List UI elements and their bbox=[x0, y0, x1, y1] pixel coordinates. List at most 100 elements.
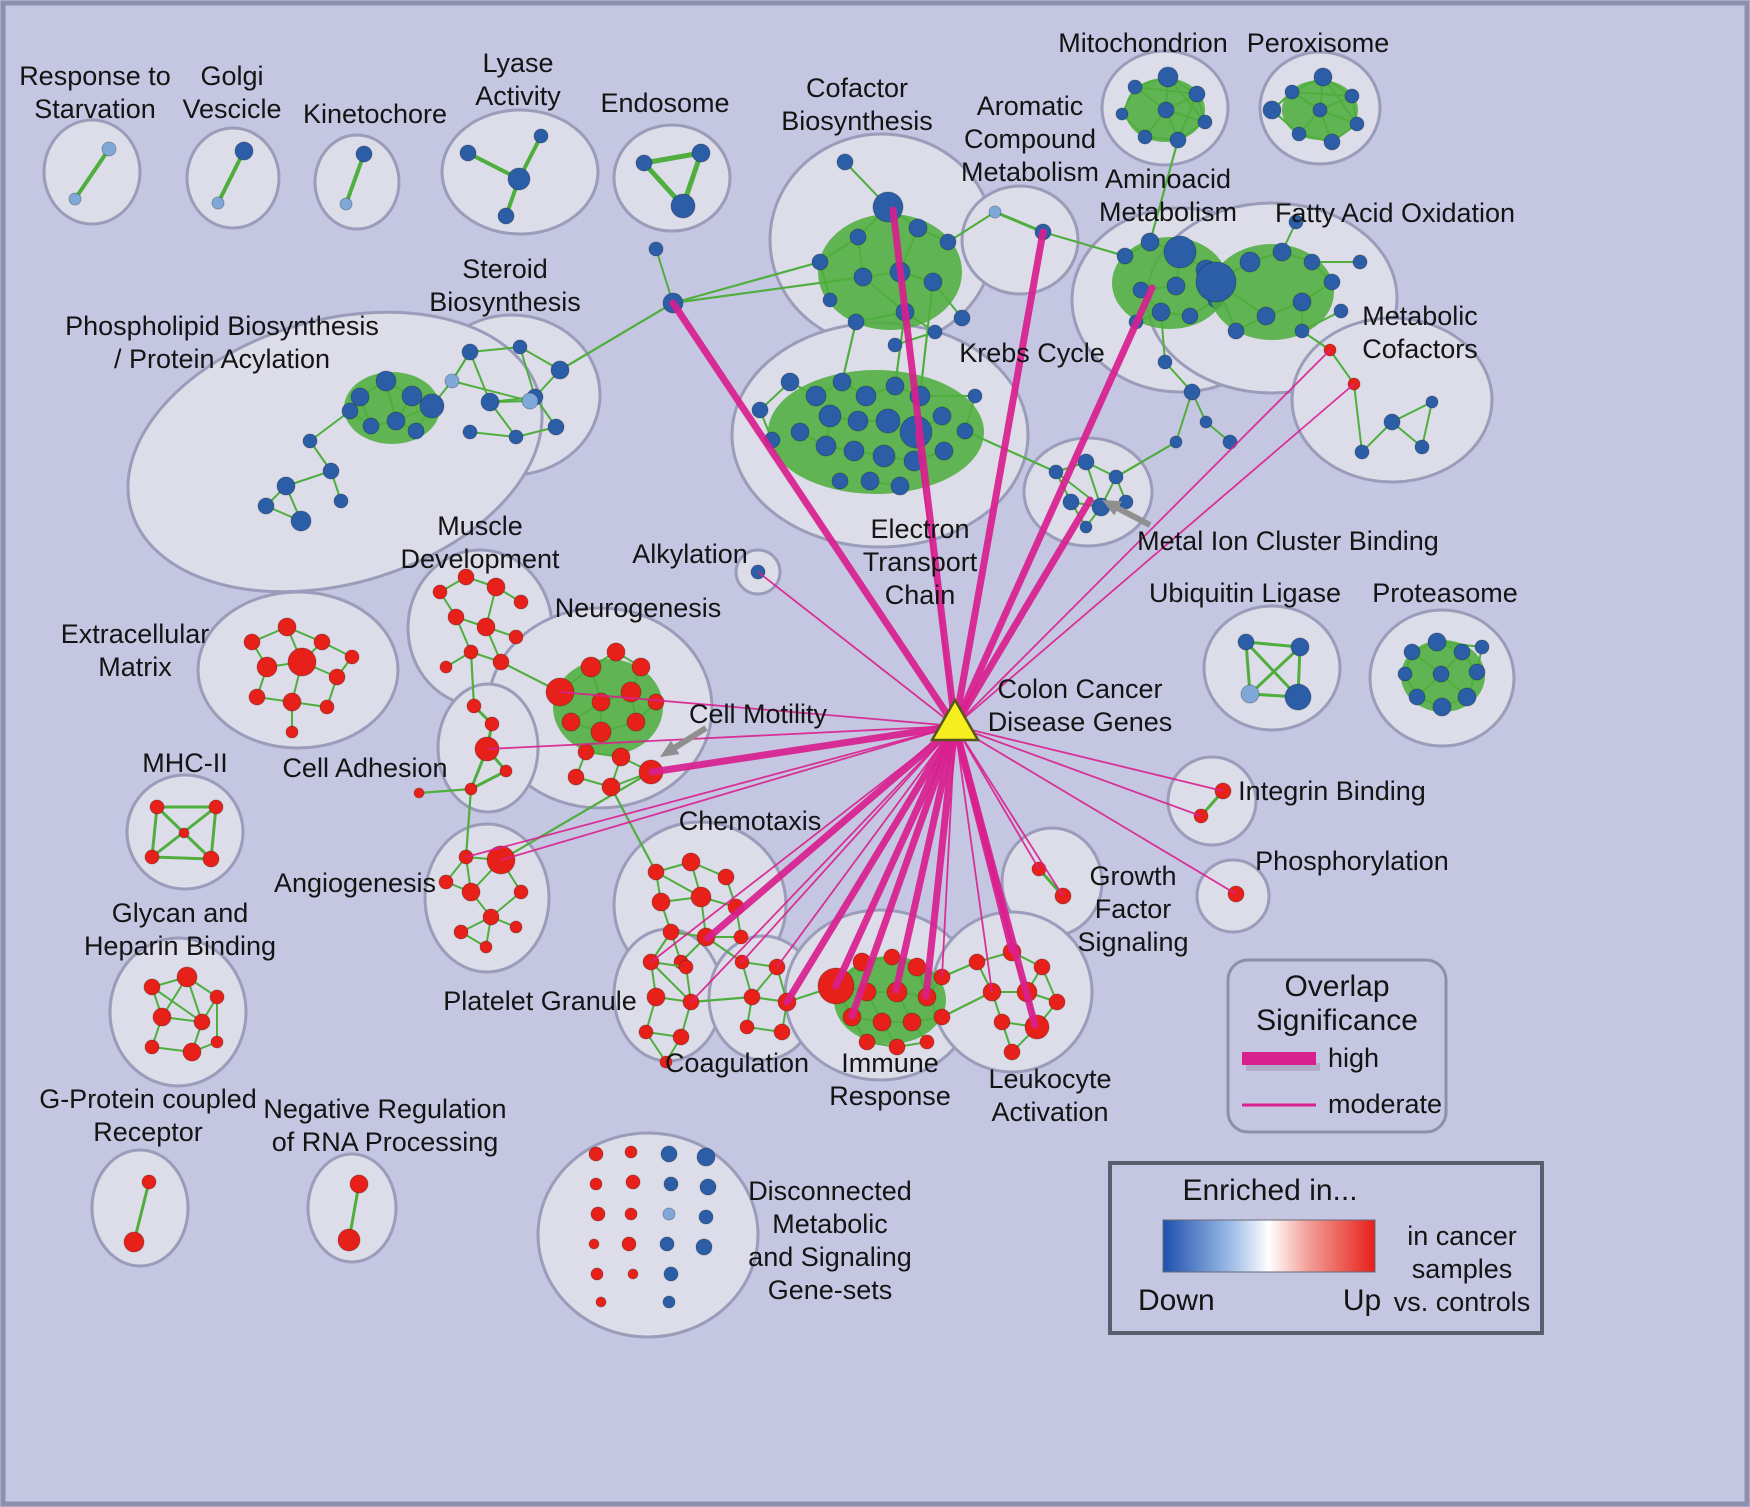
fatty-acid-oxidation-node bbox=[1333, 303, 1349, 319]
legends: OverlapSignificancehighmoderateEnriched … bbox=[1108, 958, 1544, 1335]
electron-transport-chain-node bbox=[790, 422, 810, 442]
ubiquitin-ligase-label: Ubiquitin Ligase bbox=[1149, 578, 1341, 608]
platelet-granule bbox=[638, 953, 700, 1069]
disconnected-gene-sets-node bbox=[627, 1268, 639, 1280]
cell-adhesion bbox=[464, 698, 513, 796]
muscle-development bbox=[432, 568, 529, 674]
mhc-ii bbox=[144, 799, 224, 868]
mitochondrion-node bbox=[1169, 131, 1187, 149]
disconnected-gene-sets-node bbox=[696, 1147, 716, 1167]
cofactor-biosynthesis-node bbox=[939, 233, 957, 251]
immune-response-node bbox=[858, 1033, 876, 1051]
proteasome-node bbox=[1468, 663, 1486, 681]
metabolic-cofactors bbox=[1323, 343, 1439, 460]
mitochondrion-edge bbox=[1134, 86, 1198, 95]
ubiquitin-ligase-edge bbox=[1248, 645, 1302, 696]
immune-response-label: Immune bbox=[841, 1048, 939, 1078]
significance-edge-moderate bbox=[650, 725, 956, 963]
phospholipid-biosynthesis-node bbox=[290, 510, 312, 532]
golgi-vescicle-node bbox=[211, 196, 225, 210]
mhc-ii-node bbox=[144, 849, 160, 865]
cofactor-biosynthesis-node bbox=[811, 253, 829, 271]
mhc-ii-node bbox=[202, 850, 220, 868]
steroid-biosynthesis-edge bbox=[469, 431, 517, 438]
extracellular-matrix-node bbox=[248, 688, 266, 706]
green-link bbox=[940, 990, 994, 1019]
neurogenesis-node bbox=[561, 712, 581, 732]
phospholipid-biosynthesis bbox=[257, 370, 539, 532]
peroxisome-edge bbox=[1291, 91, 1353, 97]
metabolic-cofactors-node bbox=[1383, 413, 1401, 431]
green-link bbox=[417, 787, 473, 795]
moderate-significance-label: moderate bbox=[1328, 1089, 1442, 1119]
neurogenesis-node bbox=[577, 743, 595, 761]
muscle-development-node bbox=[513, 594, 529, 610]
proteasome-node bbox=[1408, 688, 1426, 706]
green-link bbox=[671, 260, 822, 305]
phosphorylation-label: Phosphorylation bbox=[1255, 846, 1449, 876]
enrichment-down-label: Down bbox=[1138, 1284, 1215, 1317]
ubiquitin-ligase-node bbox=[1290, 637, 1310, 657]
significance-edge-moderate bbox=[941, 725, 956, 978]
integrin-binding-label: Integrin Binding bbox=[1238, 776, 1426, 806]
cofactor-biosynthesis-node bbox=[849, 228, 867, 246]
glycan-heparin-binding bbox=[143, 966, 225, 1062]
mitochondrion-node bbox=[1197, 114, 1213, 130]
mitochondrion-label: Mitochondrion bbox=[1058, 28, 1228, 58]
metabolic-cofactors-edge bbox=[1329, 349, 1355, 385]
green-link bbox=[840, 320, 858, 384]
cell-adhesion-label: Cell Adhesion bbox=[282, 753, 447, 783]
lyase-activity-label: Activity bbox=[475, 81, 561, 111]
phospholipid-biosynthesis-node bbox=[322, 462, 340, 480]
mitochondrion bbox=[1115, 66, 1213, 149]
extracellular-matrix-node bbox=[319, 699, 335, 715]
significance-edge-high bbox=[669, 299, 959, 730]
aromatic-compound-metabolism-region bbox=[960, 184, 1080, 296]
kinetochore-label: Kinetochore bbox=[303, 99, 447, 129]
cell-adhesion-node bbox=[464, 782, 478, 796]
negative-regulation-rna-processing-region bbox=[306, 1152, 398, 1264]
fatty-acid-oxidation-node bbox=[1195, 261, 1237, 303]
proteasome-node bbox=[1432, 697, 1452, 717]
steroid-biosynthesis-node bbox=[512, 339, 528, 355]
disconnected-gene-sets-node bbox=[590, 1206, 606, 1222]
electron-transport-chain-node bbox=[815, 435, 837, 457]
neurogenesis bbox=[545, 642, 665, 797]
disconnected-gene-sets-node bbox=[588, 1146, 604, 1162]
neurogenesis-node bbox=[631, 657, 651, 677]
coagulation-node bbox=[743, 988, 761, 1006]
colon-cancer-hub-triangle bbox=[929, 697, 981, 742]
fatty-acid-oxidation-edge bbox=[1301, 310, 1342, 332]
extracellular-matrix-label: Matrix bbox=[98, 652, 172, 682]
green-link bbox=[1041, 230, 1127, 258]
phospholipid-biosynthesis-node bbox=[350, 387, 370, 407]
glycan-heparin-binding-label: Heparin Binding bbox=[84, 931, 276, 961]
platelet-granule-label: Platelet Granule bbox=[443, 986, 637, 1016]
cofactor-biosynthesis-node bbox=[822, 292, 838, 308]
steroid-biosynthesis-node bbox=[461, 343, 479, 361]
endosome-node bbox=[691, 143, 711, 163]
significance-edge-high bbox=[783, 722, 959, 1006]
g-protein-coupled-receptor-label: G-Protein coupled bbox=[39, 1084, 257, 1114]
disconnected-gene-sets-label: and Signaling bbox=[748, 1242, 912, 1272]
significance-edge-moderate bbox=[741, 725, 956, 963]
chemotaxis-node bbox=[651, 892, 671, 912]
peroxisome-node bbox=[1349, 116, 1365, 132]
leukocyte-activation-node bbox=[1048, 993, 1066, 1011]
aminoacid-metabolism-label: Aminoacid bbox=[1105, 164, 1231, 194]
integrin-binding-region bbox=[1166, 755, 1258, 847]
platelet-granule-node bbox=[638, 1024, 654, 1040]
muscle-development-node bbox=[486, 577, 506, 597]
green-link bbox=[1114, 440, 1178, 479]
cofactor-biosynthesis bbox=[811, 153, 971, 353]
chemotaxis-node bbox=[717, 868, 735, 886]
electron-transport-chain-node bbox=[932, 406, 952, 426]
significance-edge-high bbox=[648, 722, 959, 776]
electron-transport-chain-node bbox=[890, 476, 910, 496]
cofactor-biosynthesis-edge bbox=[894, 331, 936, 346]
extracellular-matrix-node bbox=[282, 692, 302, 712]
metal-ion-cluster-binding-node bbox=[1079, 520, 1093, 534]
significance-edge-moderate bbox=[954, 349, 1331, 727]
